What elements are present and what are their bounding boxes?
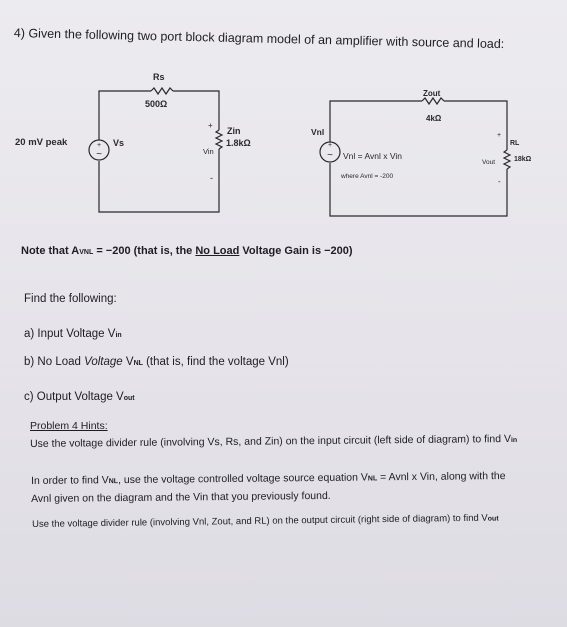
rs-value: 500Ω bbox=[145, 99, 167, 109]
vnl-where-text: where Avnl = -200 bbox=[340, 173, 393, 180]
vnl-equation: Vnl = Avnl x Vin bbox=[343, 151, 402, 161]
input-loop-wire bbox=[98, 90, 151, 140]
rs-resistor bbox=[150, 86, 174, 96]
vnl-source bbox=[319, 141, 341, 163]
question-c: c) Output Voltage Vout bbox=[24, 391, 135, 403]
vin-minus-terminal: - bbox=[210, 173, 213, 183]
gain-note: Note that AVNL = −200 (that is, the No L… bbox=[21, 245, 353, 257]
zout-resistor bbox=[421, 96, 445, 106]
vs-label: Vs bbox=[113, 138, 124, 148]
rl-resistor bbox=[502, 149, 512, 170]
vs-source bbox=[88, 139, 110, 161]
source-amplitude-label: 20 mV peak bbox=[15, 137, 68, 148]
hints-title: Problem 4 Hints: bbox=[30, 420, 108, 432]
question-a: a) Input Voltage Vin bbox=[24, 328, 122, 340]
vout-minus-terminal: - bbox=[498, 177, 501, 186]
zout-value: 4kΩ bbox=[426, 114, 442, 123]
output-loop-wire-bottom bbox=[329, 163, 508, 217]
output-loop-wire-right bbox=[444, 100, 508, 150]
vs-plus-sign: + bbox=[97, 142, 101, 149]
questions-intro: Find the following: bbox=[24, 293, 117, 305]
vnl-label: Vnl bbox=[311, 127, 324, 137]
question-b: b) No Load Voltage VNL (that is, find th… bbox=[24, 356, 289, 368]
rl-value: 18kΩ bbox=[514, 156, 532, 163]
vnl-plus-sign: + bbox=[328, 142, 332, 149]
zout-label: Zout bbox=[423, 89, 441, 98]
svg-text:~: ~ bbox=[327, 150, 333, 161]
zin-resistor bbox=[214, 129, 224, 150]
rl-label: RL bbox=[510, 140, 520, 147]
rs-label: Rs bbox=[153, 72, 165, 82]
input-loop-wire-bottom bbox=[98, 149, 220, 213]
input-loop-wire-right bbox=[173, 90, 220, 130]
circuit-diagram: + ~ + ~ Rs 500Ω 20 mV peak Vs + - Zin 1.… bbox=[15, 72, 532, 217]
zin-label: Zin bbox=[227, 126, 241, 136]
vout-label: Vout bbox=[482, 159, 495, 166]
output-loop-wire bbox=[329, 100, 422, 142]
svg-text:~: ~ bbox=[96, 149, 102, 160]
vin-plus-terminal: + bbox=[208, 121, 213, 130]
zin-value: 1.8kΩ bbox=[226, 138, 251, 148]
vin-label: Vin bbox=[203, 147, 214, 156]
vout-plus-terminal: + bbox=[497, 132, 501, 139]
